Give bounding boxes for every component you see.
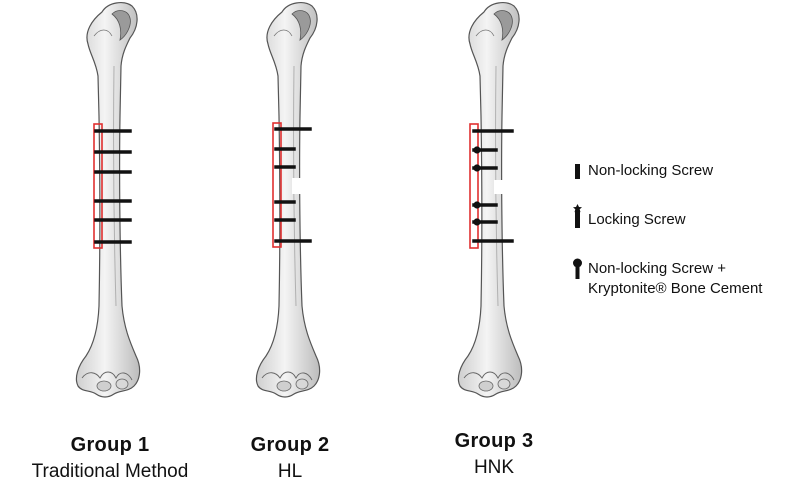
legend-label: Locking Screw	[588, 210, 686, 230]
legend-non-locking: Non-locking Screw	[560, 161, 713, 181]
group-3-caption: Group 3 HNK	[424, 430, 564, 479]
legend-label: Non-locking Screw	[588, 161, 713, 181]
group-3-bone	[458, 3, 521, 397]
group-2-subtitle: HL	[220, 461, 360, 483]
group-3-plate	[470, 124, 478, 248]
group-2-bone	[256, 3, 319, 397]
group-3-subtitle: HNK	[424, 457, 564, 479]
fracture-gap	[494, 180, 510, 194]
group-1-bone	[76, 3, 139, 397]
legend-label: Non-locking Screw + Kryptonite® Bone Cem…	[588, 259, 762, 299]
legend-label-line1: Non-locking Screw +	[588, 259, 762, 279]
group-2-title: Group 2	[220, 434, 360, 457]
group-3-title: Group 3	[424, 430, 564, 453]
fracture-gap	[292, 178, 308, 194]
group-2-caption: Group 2 HL	[220, 434, 360, 483]
legend-label-line2: Kryptonite® Bone Cement	[588, 279, 762, 299]
group-1-subtitle: Traditional Method	[18, 461, 202, 483]
group-1-title: Group 1	[18, 434, 202, 457]
legend-cement: Non-locking Screw + Kryptonite® Bone Cem…	[560, 259, 762, 299]
group-1-caption: Group 1 Traditional Method	[18, 434, 202, 483]
legend-locking: Locking Screw	[560, 210, 686, 230]
cement-blobs	[473, 146, 480, 225]
